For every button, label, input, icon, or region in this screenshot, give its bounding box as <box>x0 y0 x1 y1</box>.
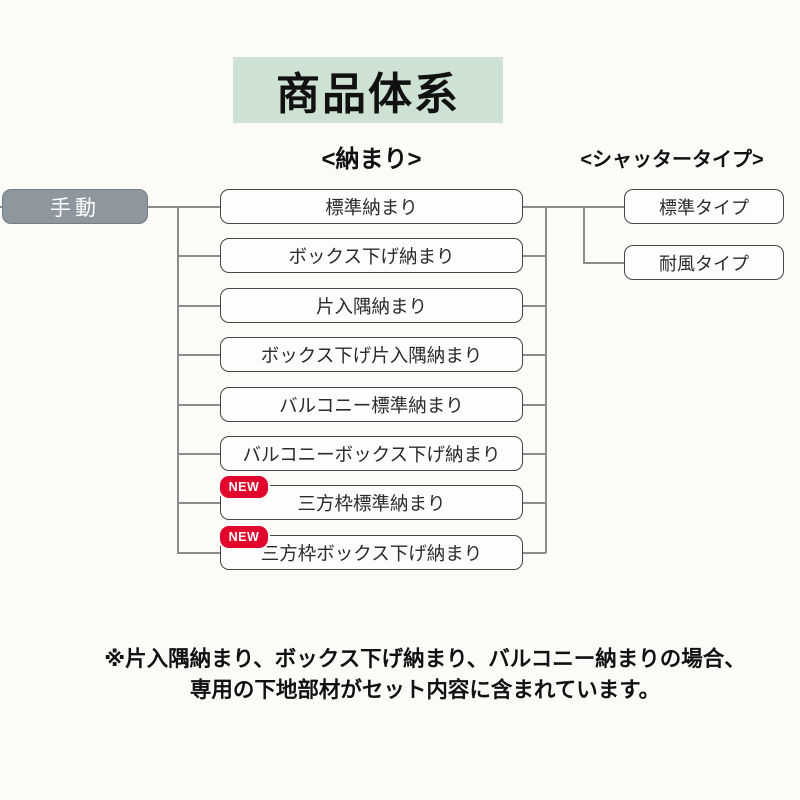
connector-line <box>523 552 546 554</box>
node-nakamari-balcony-box-lowered: バルコニーボックス下げ納まり <box>220 436 523 471</box>
node-manual: 手動 <box>2 189 148 224</box>
connector-line <box>523 305 546 307</box>
connector-line <box>177 305 220 307</box>
connector-line <box>523 255 546 257</box>
node-nakamari-sanpowaku-standard: 三方枠標準納まり <box>220 485 523 520</box>
new-badge: NEW <box>218 474 270 500</box>
column-header-nakamari: <納まり> <box>321 146 422 173</box>
connector-line <box>177 206 179 553</box>
connector-line <box>177 453 220 455</box>
footnote-line-1: ※片入隅納まり、ボックス下げ納まり、バルコニー納まりの場合、 <box>104 647 746 671</box>
footnote-line-2: 専用の下地部材がセット内容に含まれています。 <box>189 678 661 702</box>
connector-line <box>177 552 220 554</box>
column-header-shutter-type: <シャッタータイプ> <box>580 149 764 171</box>
node-nakamari-box-lowered: ボックス下げ納まり <box>220 238 523 273</box>
node-nakamari-standard: 標準納まり <box>220 189 523 224</box>
connector-line <box>545 206 625 208</box>
node-nakamari-corner: 片入隅納まり <box>220 288 523 323</box>
page-title: 商品体系 <box>233 57 503 123</box>
node-type-standard: 標準タイプ <box>624 189 784 224</box>
connector-line <box>523 502 546 504</box>
connector-line <box>523 404 546 406</box>
connector-line <box>583 206 585 263</box>
new-badge: NEW <box>218 524 270 550</box>
node-nakamari-box-lowered-corner: ボックス下げ片入隅納まり <box>220 337 523 372</box>
connector-line <box>177 404 220 406</box>
footnote: ※片入隅納まり、ボックス下げ納まり、バルコニー納まりの場合、 専用の下地部材がセ… <box>45 644 800 706</box>
node-type-wind-resistant: 耐風タイプ <box>624 245 784 280</box>
connector-line <box>523 354 546 356</box>
connector-line <box>177 255 220 257</box>
node-nakamari-sanpowaku-box-lowered: 三方枠ボックス下げ納まり <box>220 535 523 570</box>
connector-line <box>177 354 220 356</box>
connector-line <box>523 206 546 208</box>
connector-line <box>148 206 178 208</box>
connector-line <box>583 262 625 264</box>
node-nakamari-balcony-standard: バルコニー標準納まり <box>220 387 523 422</box>
connector-line <box>545 206 547 553</box>
connector-line <box>177 206 220 208</box>
connector-line <box>177 502 220 504</box>
connector-line <box>523 453 546 455</box>
